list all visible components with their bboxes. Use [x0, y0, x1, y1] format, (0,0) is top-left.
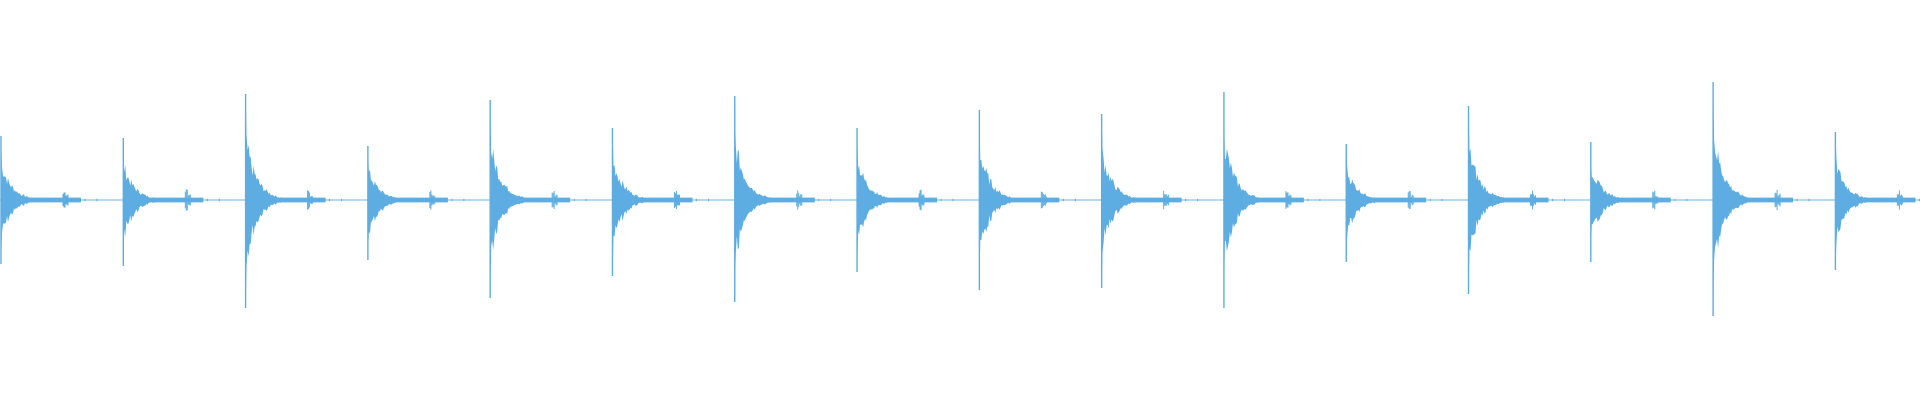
waveform-hit: [734, 96, 832, 302]
waveform-hit: [1834, 132, 1920, 270]
waveform-decay: [123, 138, 204, 266]
waveform-decay: [1346, 144, 1427, 262]
waveform-hit: [1712, 82, 1810, 316]
waveform-hit: [244, 94, 343, 308]
waveform-decay: [734, 96, 815, 302]
waveform-decay: [857, 128, 938, 272]
waveform-hit: [856, 128, 954, 272]
waveform-decay: [245, 94, 326, 308]
waveform-hit: [611, 128, 709, 276]
waveform-hit: [367, 146, 465, 260]
waveform-decay: [1223, 92, 1304, 308]
waveform-decay: [1101, 114, 1182, 288]
waveform-decay: [1835, 132, 1916, 270]
waveform-hit: [1467, 106, 1566, 294]
waveform-hit: [1100, 114, 1199, 288]
waveform-decay: [979, 110, 1060, 290]
waveform-hit: [0, 136, 98, 264]
waveform-decay: [1, 136, 81, 264]
waveform-hit: [122, 138, 220, 266]
waveform-decay: [1468, 106, 1549, 294]
waveform-hit: [1223, 92, 1321, 308]
waveform-decay: [1590, 142, 1671, 262]
waveform-decay: [367, 146, 448, 260]
waveform-hit: [978, 110, 1076, 290]
waveform-hits: [0, 82, 1920, 316]
waveform-hit: [489, 100, 587, 298]
waveform-decay: [1713, 82, 1794, 316]
waveform-hit: [1590, 142, 1688, 262]
waveform-decay: [612, 128, 693, 276]
waveform-hit: [1345, 144, 1443, 262]
waveform-decay: [490, 100, 571, 298]
